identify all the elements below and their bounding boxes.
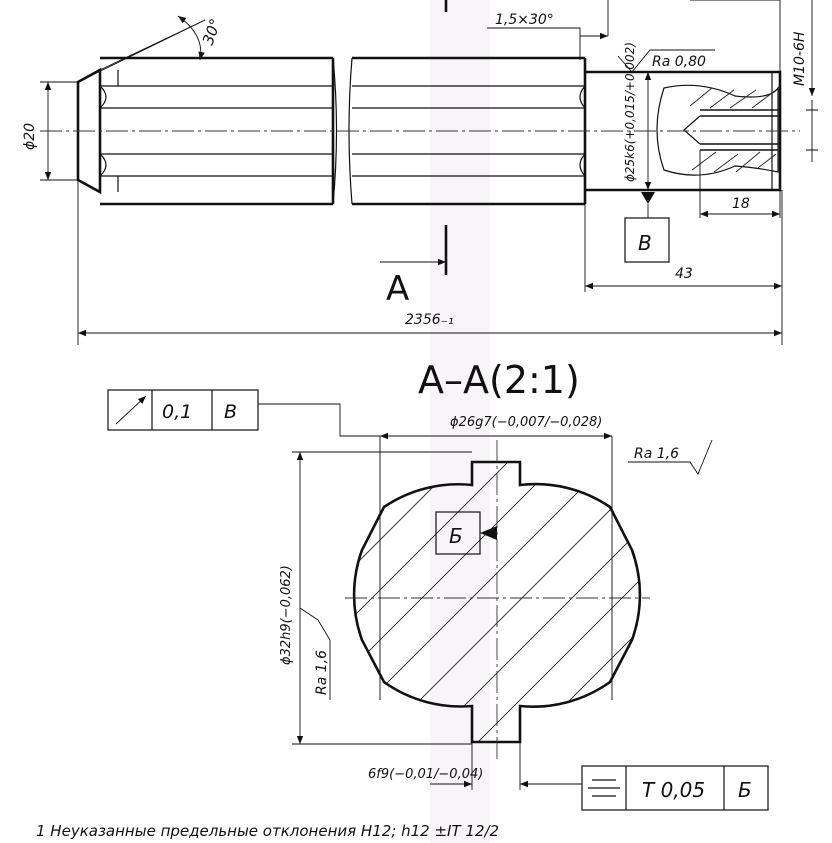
overall-length-text: 2356₋₁ [405, 312, 454, 328]
dimension-overall: 2356₋₁ [77, 180, 783, 345]
datum-be-box: Б [435, 511, 497, 555]
dimension-dia32: ϕ32h9(−0,062) [279, 451, 472, 745]
thread-dimension: M10-6H [690, 0, 818, 162]
dimension-43: 43 [584, 190, 783, 292]
dimension-dia20: ϕ20 [22, 81, 78, 181]
roughness-journal: Ra 0,80 [617, 49, 715, 73]
section-cut-marks: A [380, 0, 448, 309]
section-marker-text: A [386, 269, 409, 309]
shaft-view [40, 56, 800, 206]
symmetry-datum: Б [738, 778, 752, 802]
dia32-text: ϕ32h9(−0,062) [279, 565, 294, 665]
dimension-18: 18 [699, 150, 781, 218]
datum-b-text: В [638, 231, 652, 255]
dim18-text: 18 [732, 196, 750, 212]
runout-value: 0,1 [162, 401, 192, 423]
dim43-text: 43 [675, 266, 693, 282]
chamfer-spec-annotation: 1,5×30° [487, 0, 608, 60]
datum-be-text: Б [449, 524, 463, 548]
dia25-text: ϕ25k6(+0,015/+0,002) [623, 42, 637, 182]
chamfer-spec-text: 1,5×30° [495, 12, 554, 28]
dia26-text: ϕ26g7(−0,007/−0,028) [450, 415, 602, 430]
symmetry-value: T 0,05 [642, 778, 705, 802]
runout-datum: В [224, 401, 237, 423]
symmetry-frame: T 0,05 Б [520, 765, 769, 811]
spline-width-text: 6f9(−0,01/−0,04) [368, 767, 483, 782]
datum-b-box: В [624, 217, 670, 263]
section-title: A–A(2:1) [418, 358, 580, 402]
roughness-side: Ra 1,6 [299, 607, 331, 700]
roughness-side-text: Ra 1,6 [314, 650, 330, 695]
thread-text: M10-6H [792, 31, 808, 86]
runout-frame: 0,1 В [107, 389, 380, 437]
scan-shade [430, 0, 490, 843]
roughness-outer: Ra 1,6 [628, 439, 713, 475]
roughness-outer-text: Ra 1,6 [634, 446, 679, 462]
dimension-dia25: ϕ25k6(+0,015/+0,002) [623, 42, 655, 218]
dia20-text: ϕ20 [22, 123, 38, 150]
roughness-journal-text: Ra 0,80 [652, 54, 706, 70]
note-1: 1 Неуказанные предельные отклонения H12;… [36, 822, 499, 840]
dimension-dia26: ϕ26g7(−0,007/−0,028) [379, 415, 613, 700]
